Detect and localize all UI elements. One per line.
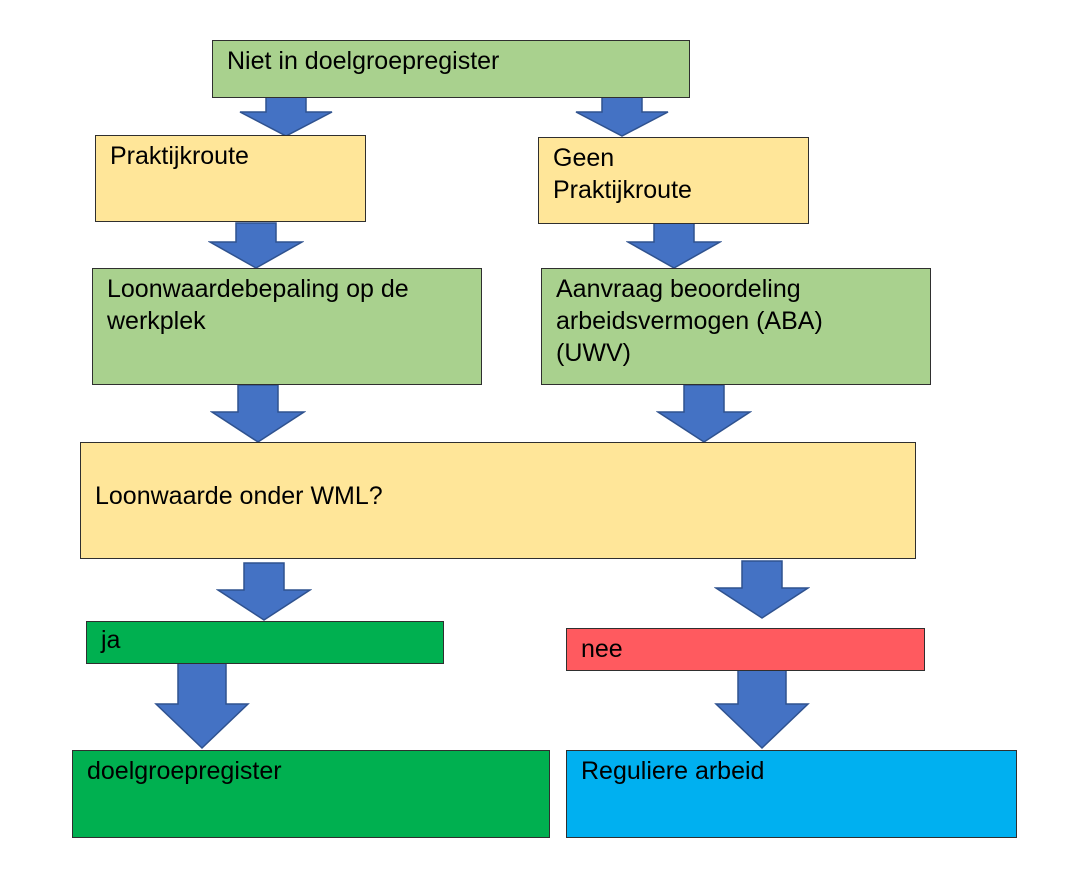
arrow-down-icon: [575, 96, 669, 137]
aanvraag-aba-box: Aanvraag beoordeling arbeidsvermogen (AB…: [541, 268, 931, 385]
arrow-down-icon: [714, 662, 810, 750]
arrow-down-icon: [656, 384, 752, 443]
arrow-down-icon: [714, 560, 810, 619]
loonwaardebepaling-box: Loonwaardebepaling op de werkplek: [92, 268, 482, 385]
arrow-down-icon: [210, 384, 306, 443]
ja-box: ja: [86, 621, 444, 664]
arrow-down-icon: [154, 662, 250, 750]
reguliere-arbeid-box: Reguliere arbeid: [566, 750, 1017, 838]
nee-box: nee: [566, 628, 925, 671]
arrow-down-icon: [216, 562, 312, 621]
praktijkroute-box: Praktijkroute: [95, 135, 366, 222]
arrow-down-icon: [239, 96, 333, 137]
geen-praktijkroute-box: Geen Praktijkroute: [538, 137, 809, 224]
arrow-down-icon: [208, 222, 304, 269]
loonwaarde-onder-wml-box: Loonwaarde onder WML?: [80, 442, 916, 559]
arrow-down-icon: [626, 222, 722, 269]
doelgroepregister-box: doelgroepregister: [72, 750, 550, 838]
start-box: Niet in doelgroepregister: [212, 40, 690, 98]
